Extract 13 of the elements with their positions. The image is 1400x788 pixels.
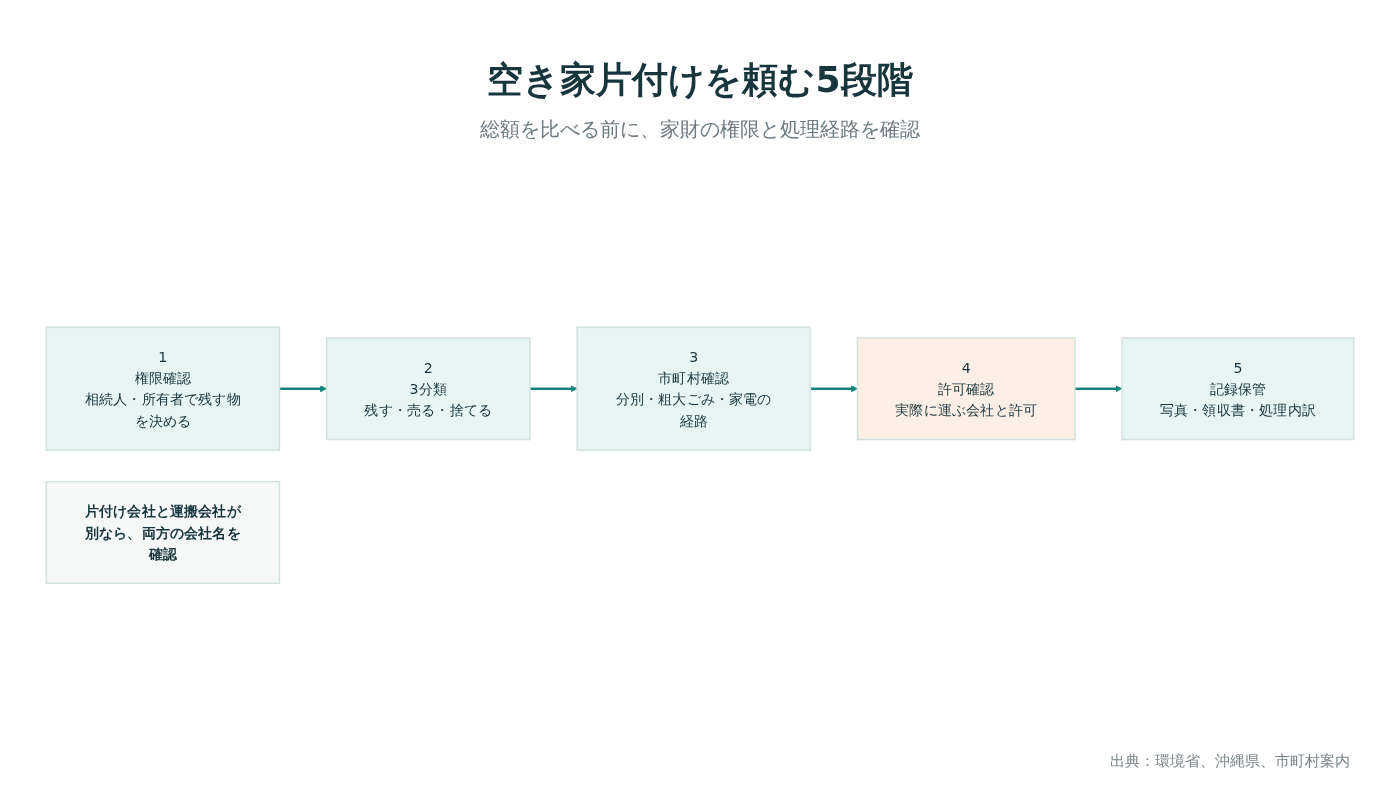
source-note: 出典：環境省、沖縄県、市町村案内 (1110, 752, 1350, 771)
node-box: 2 3分類 残す・売る・捨てる (325, 336, 531, 441)
arrow (279, 385, 327, 392)
node-box: 4 許可確認 実際に運ぶ会社と許可 (856, 336, 1076, 441)
node-box: 3 市町村確認 分別・粗大ごみ・家電の経路 (576, 326, 812, 451)
title: 空き家片付けを頼む5段階 (486, 58, 914, 102)
node-box: 片付け会社と運搬会社が別なら、両方の会社名を確認 (45, 480, 281, 584)
arrow (529, 385, 578, 392)
arrow (810, 385, 858, 392)
arrow (1074, 385, 1123, 392)
subtitle: 総額を比べる前に、家財の権限と処理経路を確認 (479, 116, 921, 143)
node-box: 5 記録保管 写真・領収書・処理内訳 (1121, 336, 1355, 441)
node-box: 1 権限確認 相続人・所有者で残す物を決める (45, 326, 281, 451)
